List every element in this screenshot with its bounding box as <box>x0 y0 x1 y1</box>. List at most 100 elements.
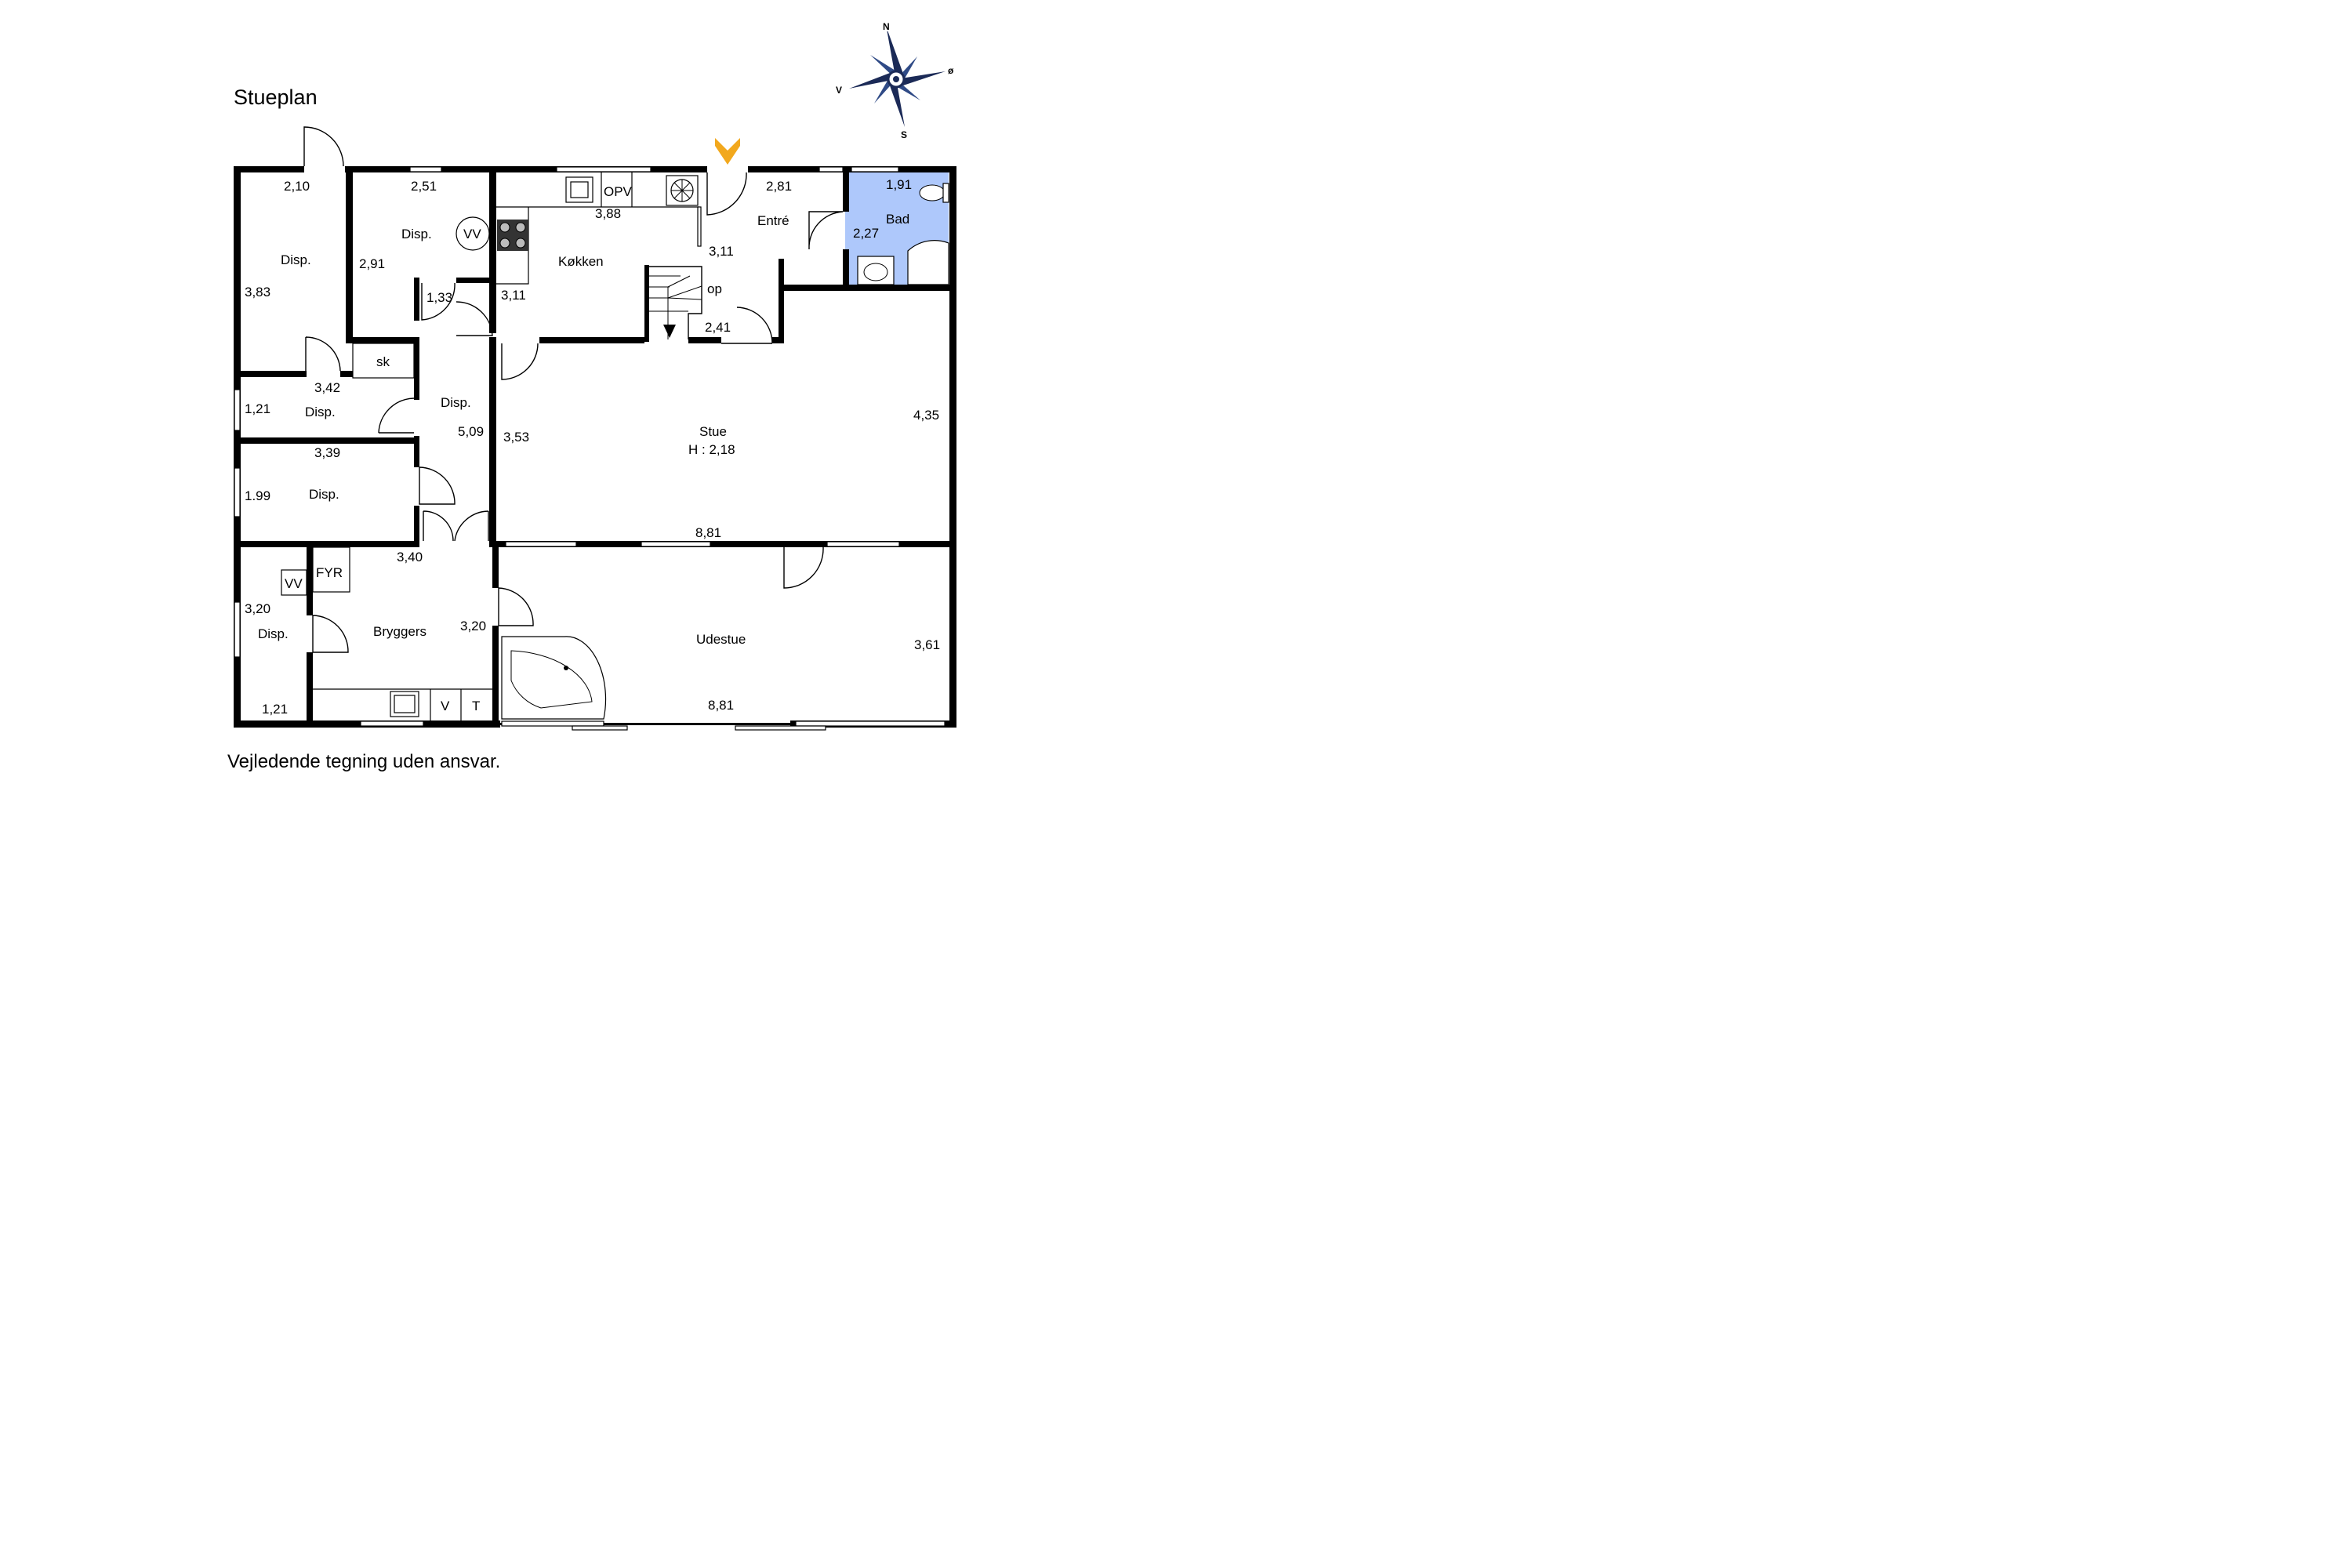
wall-disp-sw-east-b <box>307 652 313 724</box>
compass-label-s: S <box>901 129 907 140</box>
dimension-label: 3,40 <box>397 550 423 564</box>
toilet-tank <box>942 183 949 203</box>
wall-bryggers-east-a <box>492 541 499 588</box>
dimension-label: 3,88 <box>595 206 621 221</box>
dimension-label: 2,41 <box>705 320 731 335</box>
window <box>409 166 442 172</box>
wall-bad-west-a <box>843 172 849 212</box>
door-stue-udestue <box>783 546 824 589</box>
wall-hall-east <box>489 337 496 547</box>
glass-partition <box>697 206 702 247</box>
wall-bad-west-b <box>843 249 849 289</box>
utility-fixtures <box>281 546 492 720</box>
room-label-stue: Stue <box>699 424 727 439</box>
wall-disp-w1-top-a <box>241 371 307 377</box>
wall-bryggers-east-b <box>492 626 499 724</box>
bathroom-fixtures <box>857 183 949 285</box>
label-stair-op: op <box>707 281 722 296</box>
dimension-label: 2,27 <box>853 226 879 241</box>
dimension-label: 1,21 <box>262 702 288 717</box>
compass-rose: N S ø V <box>836 21 954 140</box>
door-bryggers-double <box>423 510 489 542</box>
room-label-disp-sw: Disp. <box>258 626 289 641</box>
door-udestue <box>498 587 534 626</box>
doors <box>303 126 844 653</box>
interior-walls <box>241 172 956 724</box>
label-v: V <box>441 699 450 713</box>
label-vv-box: VV <box>285 576 303 591</box>
fan-blades-icon <box>671 180 693 201</box>
wall-bryggers-top <box>241 541 419 547</box>
room-label-disp-hall: Disp. <box>441 395 471 410</box>
label-opv: OPV <box>604 184 633 199</box>
dimension-label: 2,51 <box>411 179 437 194</box>
door-disp-sw <box>312 615 349 653</box>
room-label-disp-w1: Disp. <box>305 405 336 419</box>
floor-plan: Stueplan Vejledende tegning uden ansvar.… <box>227 21 956 772</box>
room-label-kitchen: Køkken <box>558 254 604 269</box>
compass-center <box>893 76 899 82</box>
dimension-label: 3,11 <box>501 288 526 303</box>
boiler-box <box>312 546 350 593</box>
dimension-label: 1,21 <box>245 401 270 416</box>
window <box>501 720 604 727</box>
door-hall-north <box>456 301 493 336</box>
window <box>735 725 826 731</box>
label-vv-circle: VV <box>463 227 481 241</box>
label-fyr: FYR <box>316 565 343 580</box>
door-disp-w2 <box>419 466 456 505</box>
dimension-label: 2,91 <box>359 256 385 271</box>
wall-disp-w2-east-b <box>414 506 419 545</box>
compass-label-w: V <box>836 85 842 96</box>
bathtub-basin <box>510 650 593 709</box>
stair-wall <box>644 265 649 342</box>
burner-icon <box>499 238 510 249</box>
dimension-label: 3,61 <box>914 637 940 652</box>
wall-stue-top-c <box>772 337 782 343</box>
label-stue-height: H : 2,18 <box>688 442 735 457</box>
stair-outline <box>644 266 702 339</box>
door-disp-nw <box>305 336 341 372</box>
door-bathroom <box>808 211 844 250</box>
dimension-label: 3,42 <box>314 380 340 395</box>
wall-disp-divider <box>346 172 353 341</box>
wall-sk-east <box>414 337 419 400</box>
dimension-label: 3,53 <box>503 430 529 445</box>
window <box>505 541 577 547</box>
dimension-label: 3,20 <box>460 619 486 633</box>
wall-stue-top-b <box>688 337 721 343</box>
compass-south-point <box>887 79 905 127</box>
dimension-label: 2,81 <box>766 179 792 194</box>
dimension-label: 1.99 <box>245 488 270 503</box>
room-label-disp-n2: Disp. <box>401 227 432 241</box>
wall-bad-bottom <box>779 285 956 291</box>
window <box>826 541 900 547</box>
corner-bathtub-icon <box>501 636 607 720</box>
door-disp-n2 <box>421 282 456 321</box>
dimension-label: 5,09 <box>458 424 484 439</box>
window <box>360 720 424 727</box>
window <box>234 601 241 658</box>
entrance-marker-icon <box>715 138 740 165</box>
bathtub-drain <box>564 666 568 670</box>
dimension-label: 3,20 <box>245 601 270 616</box>
dimension-label: 3,11 <box>709 244 734 259</box>
washbasin-bowl <box>863 263 888 281</box>
wall-south-glazing <box>500 723 790 725</box>
wall-disp-w1-top-b <box>340 371 353 377</box>
shower-icon <box>907 240 949 285</box>
wall-hall-stub <box>456 278 496 283</box>
wall-sk-top <box>346 337 418 343</box>
kitchen-sink-basin <box>570 181 589 198</box>
compass-label-e: ø <box>948 65 954 76</box>
stair-treads <box>649 275 702 339</box>
window <box>818 166 844 172</box>
burner-icon <box>515 222 526 233</box>
dimension-label: 8,81 <box>708 698 734 713</box>
room-label-entre: Entré <box>757 213 789 228</box>
dimension-label: 2,10 <box>284 179 310 194</box>
window <box>795 720 946 727</box>
window <box>556 166 652 172</box>
window <box>572 725 628 731</box>
water-heater-box <box>281 569 307 596</box>
